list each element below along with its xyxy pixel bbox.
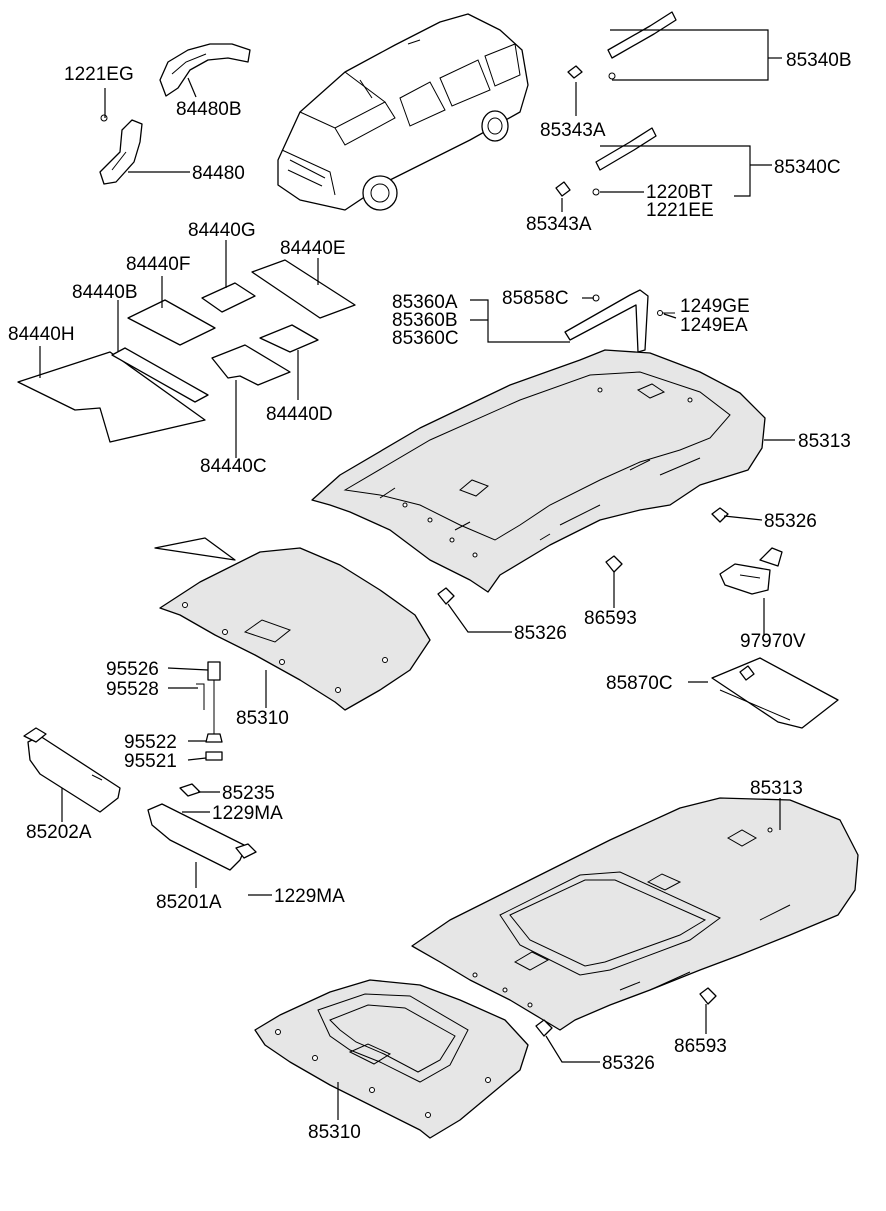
clip-85326-bottom bbox=[535, 1019, 553, 1037]
label-85340b: 85340B bbox=[786, 50, 852, 71]
insulation-pad-84440f bbox=[127, 299, 216, 346]
label-84440g: 84440G bbox=[188, 220, 256, 241]
label-84480b: 84480B bbox=[176, 99, 242, 120]
cap-85343a-top bbox=[567, 65, 583, 79]
label-1249ea: 1249EA bbox=[680, 315, 748, 336]
label-95522: 95522 bbox=[124, 732, 177, 753]
label-85310-top: 85310 bbox=[236, 708, 289, 729]
label-1249ge: 1249GE bbox=[680, 296, 750, 317]
label-1220bt: 1220BT bbox=[646, 182, 713, 203]
label-95521: 95521 bbox=[124, 751, 177, 772]
label-86593-mid: 86593 bbox=[584, 608, 637, 629]
strap-95526 bbox=[196, 661, 223, 761]
grab-handle-84480b bbox=[159, 43, 251, 97]
label-1221ee: 1221EE bbox=[646, 200, 714, 221]
label-95528: 95528 bbox=[106, 679, 159, 700]
label-85360a: 85360A bbox=[392, 292, 458, 313]
label-84440c: 84440C bbox=[200, 456, 267, 477]
insulation-pad-84440h bbox=[17, 351, 206, 443]
panel-85870c bbox=[711, 657, 839, 729]
label-1229ma-bottom: 1229MA bbox=[274, 886, 345, 907]
sun-visor-85202a bbox=[23, 727, 121, 813]
label-84440h: 84440H bbox=[8, 324, 75, 345]
insulation-pad-84440e bbox=[251, 259, 356, 319]
label-1221eg: 1221EG bbox=[64, 64, 134, 85]
insulation-pad-84440d bbox=[259, 324, 319, 353]
insulation-pad-84440c bbox=[211, 344, 291, 386]
label-1229ma-top: 1229MA bbox=[212, 803, 283, 824]
clip-85326-mid bbox=[437, 587, 455, 605]
lamp-97970v bbox=[719, 547, 783, 595]
label-85313-bottom: 85313 bbox=[750, 778, 803, 799]
label-97970v: 97970V bbox=[740, 631, 806, 652]
headliner-85313-bottom bbox=[411, 797, 859, 1031]
van-illustration bbox=[277, 13, 529, 211]
label-85858c: 85858C bbox=[502, 288, 569, 309]
headliner-85313-top bbox=[311, 349, 766, 593]
roof-rail-85340b bbox=[607, 11, 677, 80]
label-85202a: 85202A bbox=[26, 822, 92, 843]
insulation-pad-84440b bbox=[111, 347, 209, 403]
label-85310-bottom: 85310 bbox=[308, 1122, 361, 1143]
label-95526: 95526 bbox=[106, 659, 159, 680]
label-84480: 84480 bbox=[192, 163, 245, 184]
label-85340c: 85340C bbox=[774, 157, 841, 178]
label-86593-bottom: 86593 bbox=[674, 1036, 727, 1057]
part-labels: 1221EG 84480B 84480 85340B 85343A 85340C… bbox=[8, 50, 852, 1143]
label-84440d: 84440D bbox=[266, 404, 333, 425]
grab-handle-84480 bbox=[99, 114, 143, 185]
label-85313-top: 85313 bbox=[798, 431, 851, 452]
clip-85326-right bbox=[711, 507, 729, 523]
clip-86593-bottom bbox=[699, 987, 717, 1005]
trim-85360 bbox=[564, 289, 675, 353]
label-85360b: 85360B bbox=[392, 310, 458, 331]
headliner-85310-bottom bbox=[254, 979, 529, 1139]
label-84440b: 84440B bbox=[72, 282, 138, 303]
leader-lines bbox=[39, 29, 795, 1120]
label-85360c: 85360C bbox=[392, 328, 459, 349]
label-85326-right: 85326 bbox=[764, 511, 817, 532]
label-84440e: 84440E bbox=[280, 238, 346, 259]
label-85326-bottom: 85326 bbox=[602, 1053, 655, 1074]
label-85235: 85235 bbox=[222, 783, 275, 804]
clip-86593-mid bbox=[605, 555, 623, 573]
label-84440f: 84440F bbox=[126, 254, 190, 275]
roof-rail-85340c bbox=[592, 127, 657, 196]
insulation-pad-84440g bbox=[201, 282, 256, 313]
headliner-85310-top bbox=[154, 537, 431, 711]
label-85326-mid: 85326 bbox=[514, 623, 567, 644]
label-85343a-bottom: 85343A bbox=[526, 214, 592, 235]
label-85343a-top: 85343A bbox=[540, 120, 606, 141]
cap-85343a-bottom bbox=[555, 181, 571, 197]
sun-visor-85201a bbox=[147, 783, 257, 871]
label-85870c: 85870C bbox=[606, 673, 673, 694]
label-85201a: 85201A bbox=[156, 892, 222, 913]
